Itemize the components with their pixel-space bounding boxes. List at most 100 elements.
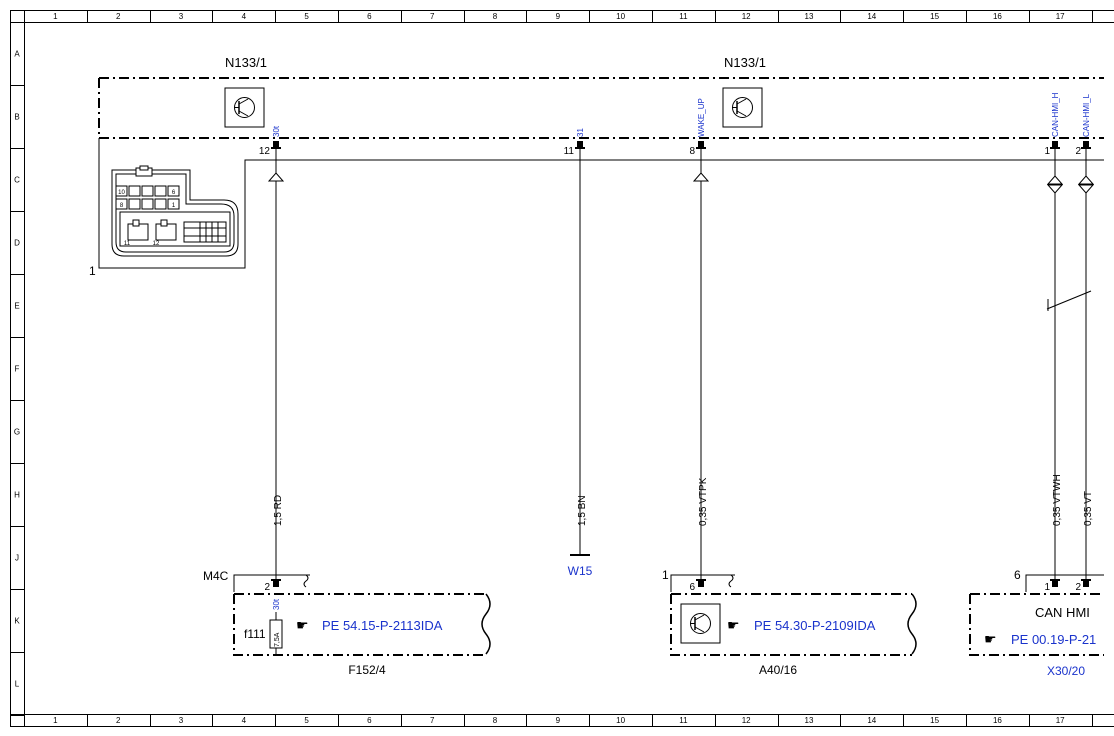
svg-text:11: 11 <box>124 241 131 247</box>
connector-pin-labels: 10 8 6 1 11 12 <box>118 190 176 247</box>
column-label: 7 <box>430 12 435 21</box>
pin-signal-label: 30t <box>272 125 281 137</box>
pin-terminals <box>271 141 1091 149</box>
break-mark <box>481 593 491 655</box>
svg-text:8: 8 <box>120 203 124 209</box>
column-label: 12 <box>742 716 751 725</box>
control-unit-enclosure <box>670 593 912 656</box>
row-labels: A B C D E F G H J K L <box>14 50 20 689</box>
column-ticks <box>24 10 1093 726</box>
wires <box>275 149 1092 581</box>
break-mark <box>907 593 917 655</box>
pin-number: 12 <box>259 146 271 157</box>
fuse-rating: 7,5A <box>274 632 281 647</box>
sheet-frame <box>10 10 1114 727</box>
connector-callout: 1 <box>89 264 96 278</box>
control-unit-connector-label: 1 <box>662 568 669 582</box>
pointing-hand-icon: ☛ <box>296 617 309 633</box>
can-connector-label: 6 <box>1014 568 1021 582</box>
fuse-box-label: F152/4 <box>348 663 386 677</box>
column-label: 5 <box>304 12 309 21</box>
svg-text:10: 10 <box>118 190 125 196</box>
column-label: 12 <box>742 12 751 21</box>
wire-label: 0,35 VTWH <box>1052 474 1063 526</box>
break-mark <box>728 574 734 588</box>
pin-signal-label: WAKE_UP <box>697 98 706 137</box>
column-label: 11 <box>679 716 688 725</box>
fuse-box-connector-label: M4C <box>203 569 229 583</box>
pin-number: 2 <box>264 582 270 593</box>
can-hmi-label-link[interactable]: X30/20 <box>1047 664 1085 678</box>
pin-number: 1 <box>1044 582 1050 593</box>
can-connector-outline <box>1025 574 1104 592</box>
row-ticks <box>10 22 24 716</box>
pin-signal-label: 30t <box>272 598 281 610</box>
control-unit-connector-outline <box>670 574 735 592</box>
column-label: 16 <box>993 716 1002 725</box>
wire-label: 0,35 VTPK <box>698 477 709 526</box>
row-label: E <box>14 302 19 311</box>
column-label: 2 <box>116 12 121 21</box>
row-label: G <box>14 428 20 437</box>
svg-text:1: 1 <box>172 203 176 209</box>
pin-signal-label: 31 <box>576 128 585 137</box>
column-label: 14 <box>867 12 876 21</box>
row-label: L <box>15 680 20 689</box>
pin-number: 2 <box>1075 582 1081 593</box>
column-label: 6 <box>367 716 372 725</box>
column-label: 14 <box>867 716 876 725</box>
connector-housing-outline <box>98 138 1104 269</box>
row-label: K <box>14 617 20 626</box>
column-label: 4 <box>242 12 247 21</box>
pin-number: 11 <box>564 146 575 157</box>
control-unit-reference-link[interactable]: PE 54.30-P-2109IDA <box>754 618 876 633</box>
row-label: A <box>14 50 20 59</box>
column-label: 8 <box>493 716 498 725</box>
can-hmi-title: CAN HMI <box>1035 605 1090 620</box>
pin-number: 1 <box>1044 146 1050 157</box>
fuse-box-connector-outline <box>233 574 310 592</box>
fuse-icon <box>269 619 283 649</box>
column-label: 10 <box>616 716 625 725</box>
fuse-box-reference-link[interactable]: PE 54.15-P-2113IDA <box>322 618 443 633</box>
fuse-box-enclosure <box>233 593 486 656</box>
module-label-right: N133/1 <box>724 55 766 70</box>
row-label: D <box>14 239 20 248</box>
row-label: H <box>14 491 20 500</box>
column-label: 8 <box>493 12 498 21</box>
column-label: 2 <box>116 716 121 725</box>
column-label: 17 <box>1056 716 1065 725</box>
module-label-left: N133/1 <box>225 55 267 70</box>
column-label: 3 <box>179 12 184 21</box>
column-label: 11 <box>679 12 688 21</box>
ground-link[interactable]: W15 <box>568 564 593 578</box>
control-unit-label: A40/16 <box>759 663 797 677</box>
column-label: 9 <box>556 12 561 21</box>
pointing-hand-icon: ☛ <box>727 617 740 633</box>
column-label: 1 <box>53 716 58 725</box>
row-label: J <box>15 554 19 563</box>
wire-label: 1,5 RD <box>273 495 284 526</box>
column-label: 13 <box>805 716 814 725</box>
column-label: 7 <box>430 716 435 725</box>
column-label: 9 <box>556 716 561 725</box>
wire-label: 0,35 VT <box>1083 491 1094 526</box>
connector-icon <box>111 165 239 257</box>
wire-label: 1,5 BN <box>577 495 588 526</box>
column-label: 6 <box>367 12 372 21</box>
column-label: 15 <box>930 716 939 725</box>
row-label: F <box>15 365 20 374</box>
row-label: B <box>14 113 19 122</box>
break-mark <box>303 574 309 588</box>
column-label: 10 <box>616 12 625 21</box>
row-label: C <box>14 176 20 185</box>
column-label: 1 <box>53 12 58 21</box>
column-label: 4 <box>242 716 247 725</box>
can-hmi-reference-link[interactable]: PE 00.19-P-21 <box>1011 632 1096 647</box>
column-label: 15 <box>930 12 939 21</box>
transistor-icon <box>722 87 763 128</box>
pointing-hand-icon: ☛ <box>984 631 997 647</box>
column-label: 3 <box>179 716 184 725</box>
svg-text:6: 6 <box>172 190 176 196</box>
